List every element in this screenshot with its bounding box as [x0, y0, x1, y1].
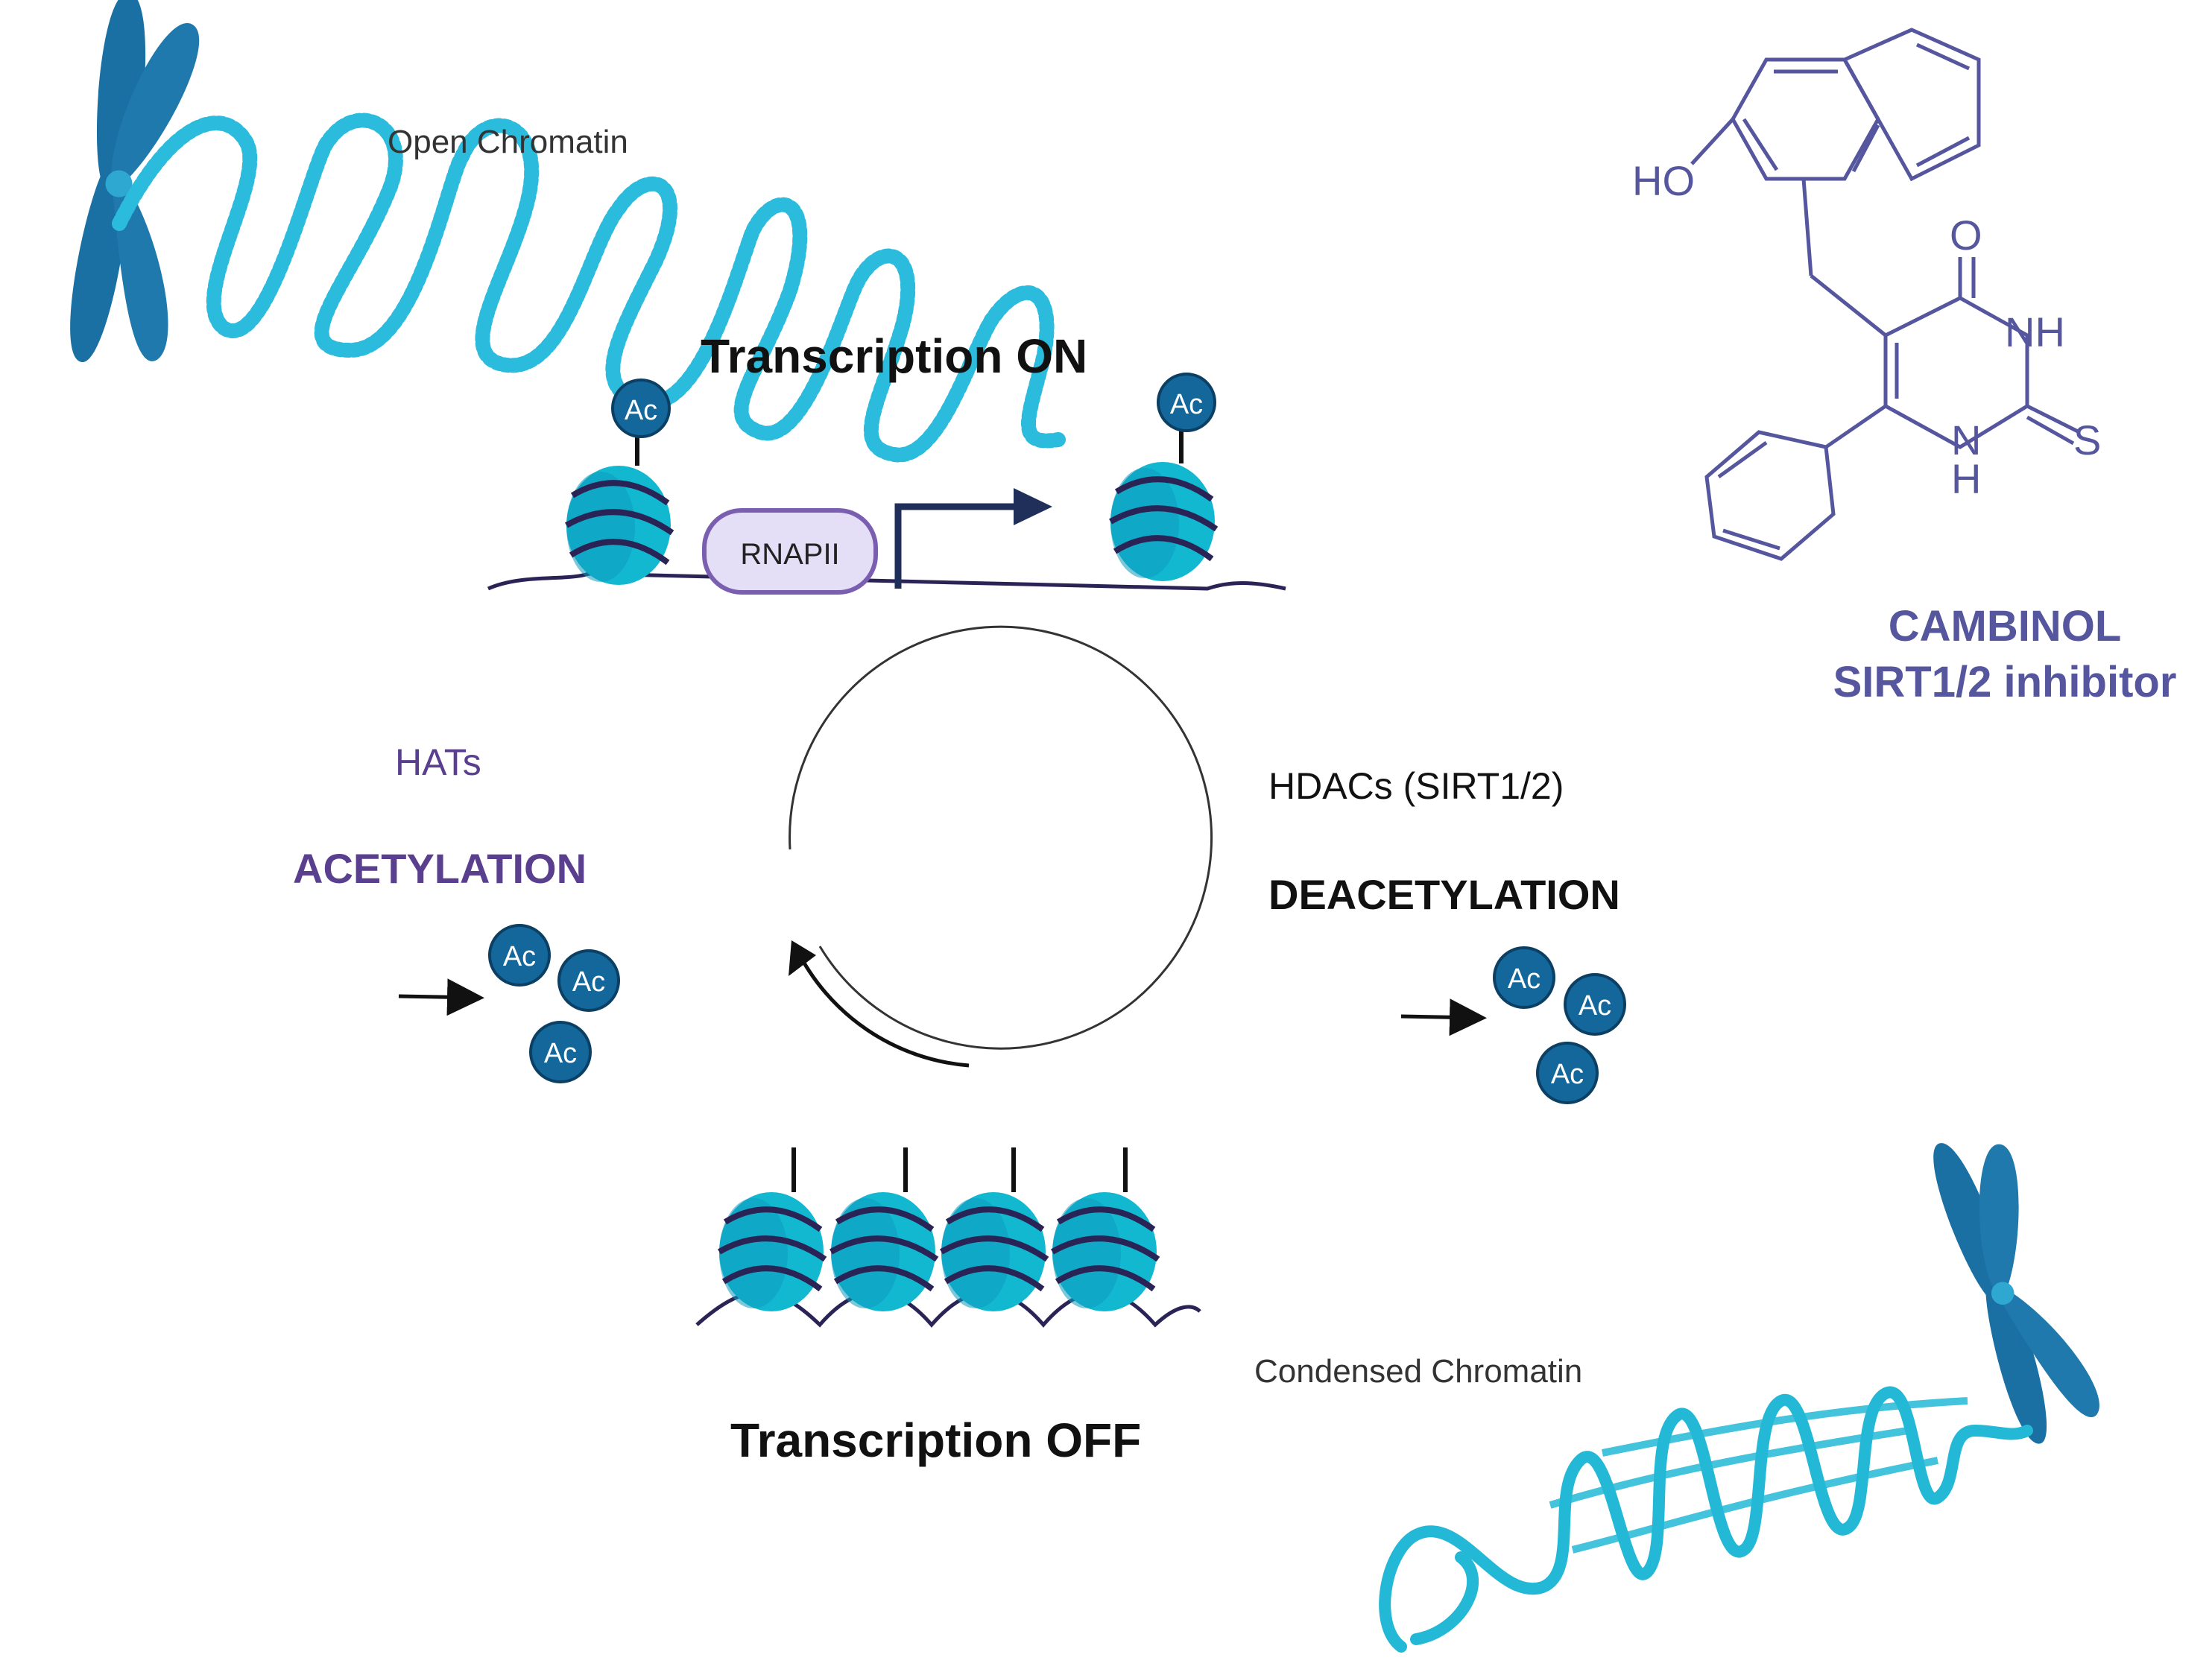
ac-molecule: Ac — [529, 1021, 592, 1083]
ac-tag-left: Ac — [611, 379, 671, 438]
open-chromatin-label: Open Chromatin — [388, 124, 628, 160]
atom-n: N — [1951, 417, 1981, 463]
nucleosome-condensed-2 — [831, 1192, 937, 1311]
ac-group-right: Ac Ac Ac — [1493, 946, 1626, 1104]
atom-ho: HO — [1632, 157, 1695, 204]
ac-molecule-label: Ac — [1551, 1059, 1584, 1090]
deacetylation-label: DEACETYLATION — [1268, 871, 1620, 918]
deacetylation-arrow — [1400, 998, 1487, 1036]
transcription-on-label: Transcription ON — [701, 329, 1087, 383]
hdacs-label: HDACs (SIRT1/2) — [1268, 765, 1564, 807]
ac-molecule-label: Ac — [572, 966, 605, 998]
nucleosome-condensed-3 — [941, 1192, 1047, 1311]
open-chromatin-fiber — [112, 113, 1066, 463]
ac-molecule-label: Ac — [503, 941, 536, 972]
nucleosome-condensed-1 — [719, 1192, 825, 1311]
cambinol-subtitle: SIRT1/2 inhibitor — [1833, 658, 2177, 706]
cambinol-atom-labels: HO O NH N H S — [1632, 157, 2101, 502]
ac-group-left: Ac Ac Ac — [488, 924, 620, 1083]
condensed-dna-segment — [695, 1147, 1201, 1328]
hats-label: HATs — [395, 741, 481, 783]
ac-molecule: Ac — [1493, 946, 1555, 1009]
nucleosome-right — [1110, 462, 1216, 581]
ac-tag-right-label: Ac — [1170, 389, 1203, 420]
ac-molecule: Ac — [1564, 973, 1626, 1036]
ac-molecule: Ac — [488, 924, 551, 987]
atom-h: H — [1951, 455, 1981, 502]
ac-tag-right: Ac — [1157, 373, 1216, 432]
ac-molecule: Ac — [1536, 1042, 1599, 1104]
acetylation-arrow — [398, 978, 484, 1016]
transcription-start-arrow — [894, 503, 1021, 589]
cycle-arrow — [789, 625, 1213, 1068]
cambinol-structure — [1690, 28, 2081, 561]
active-dna-segment: Ac Ac RNAPII — [487, 373, 1286, 595]
ac-molecule: Ac — [557, 949, 620, 1012]
nucleosome-condensed-4 — [1052, 1192, 1158, 1311]
transcription-off-label: Transcription OFF — [730, 1413, 1141, 1467]
atom-s: S — [2073, 417, 2101, 463]
ac-tag-left-label: Ac — [625, 395, 657, 426]
ac-molecule-label: Ac — [1579, 990, 1611, 1022]
cambinol-name: CAMBINOL — [1889, 602, 2122, 650]
condensed-chromatin-fiber — [1379, 1386, 2033, 1653]
nucleosome-left — [566, 466, 672, 585]
condensed-chromatin-label: Condensed Chromatin — [1254, 1353, 1582, 1390]
acetylation-label: ACETYLATION — [293, 845, 587, 892]
rnapii-label: RNAPII — [740, 538, 839, 571]
ac-molecule-label: Ac — [1508, 963, 1540, 995]
atom-o: O — [1950, 212, 1982, 259]
ac-molecule-label: Ac — [544, 1038, 577, 1069]
rnapii-complex: RNAPII — [702, 508, 878, 595]
atom-nh: NH — [2005, 308, 2065, 355]
